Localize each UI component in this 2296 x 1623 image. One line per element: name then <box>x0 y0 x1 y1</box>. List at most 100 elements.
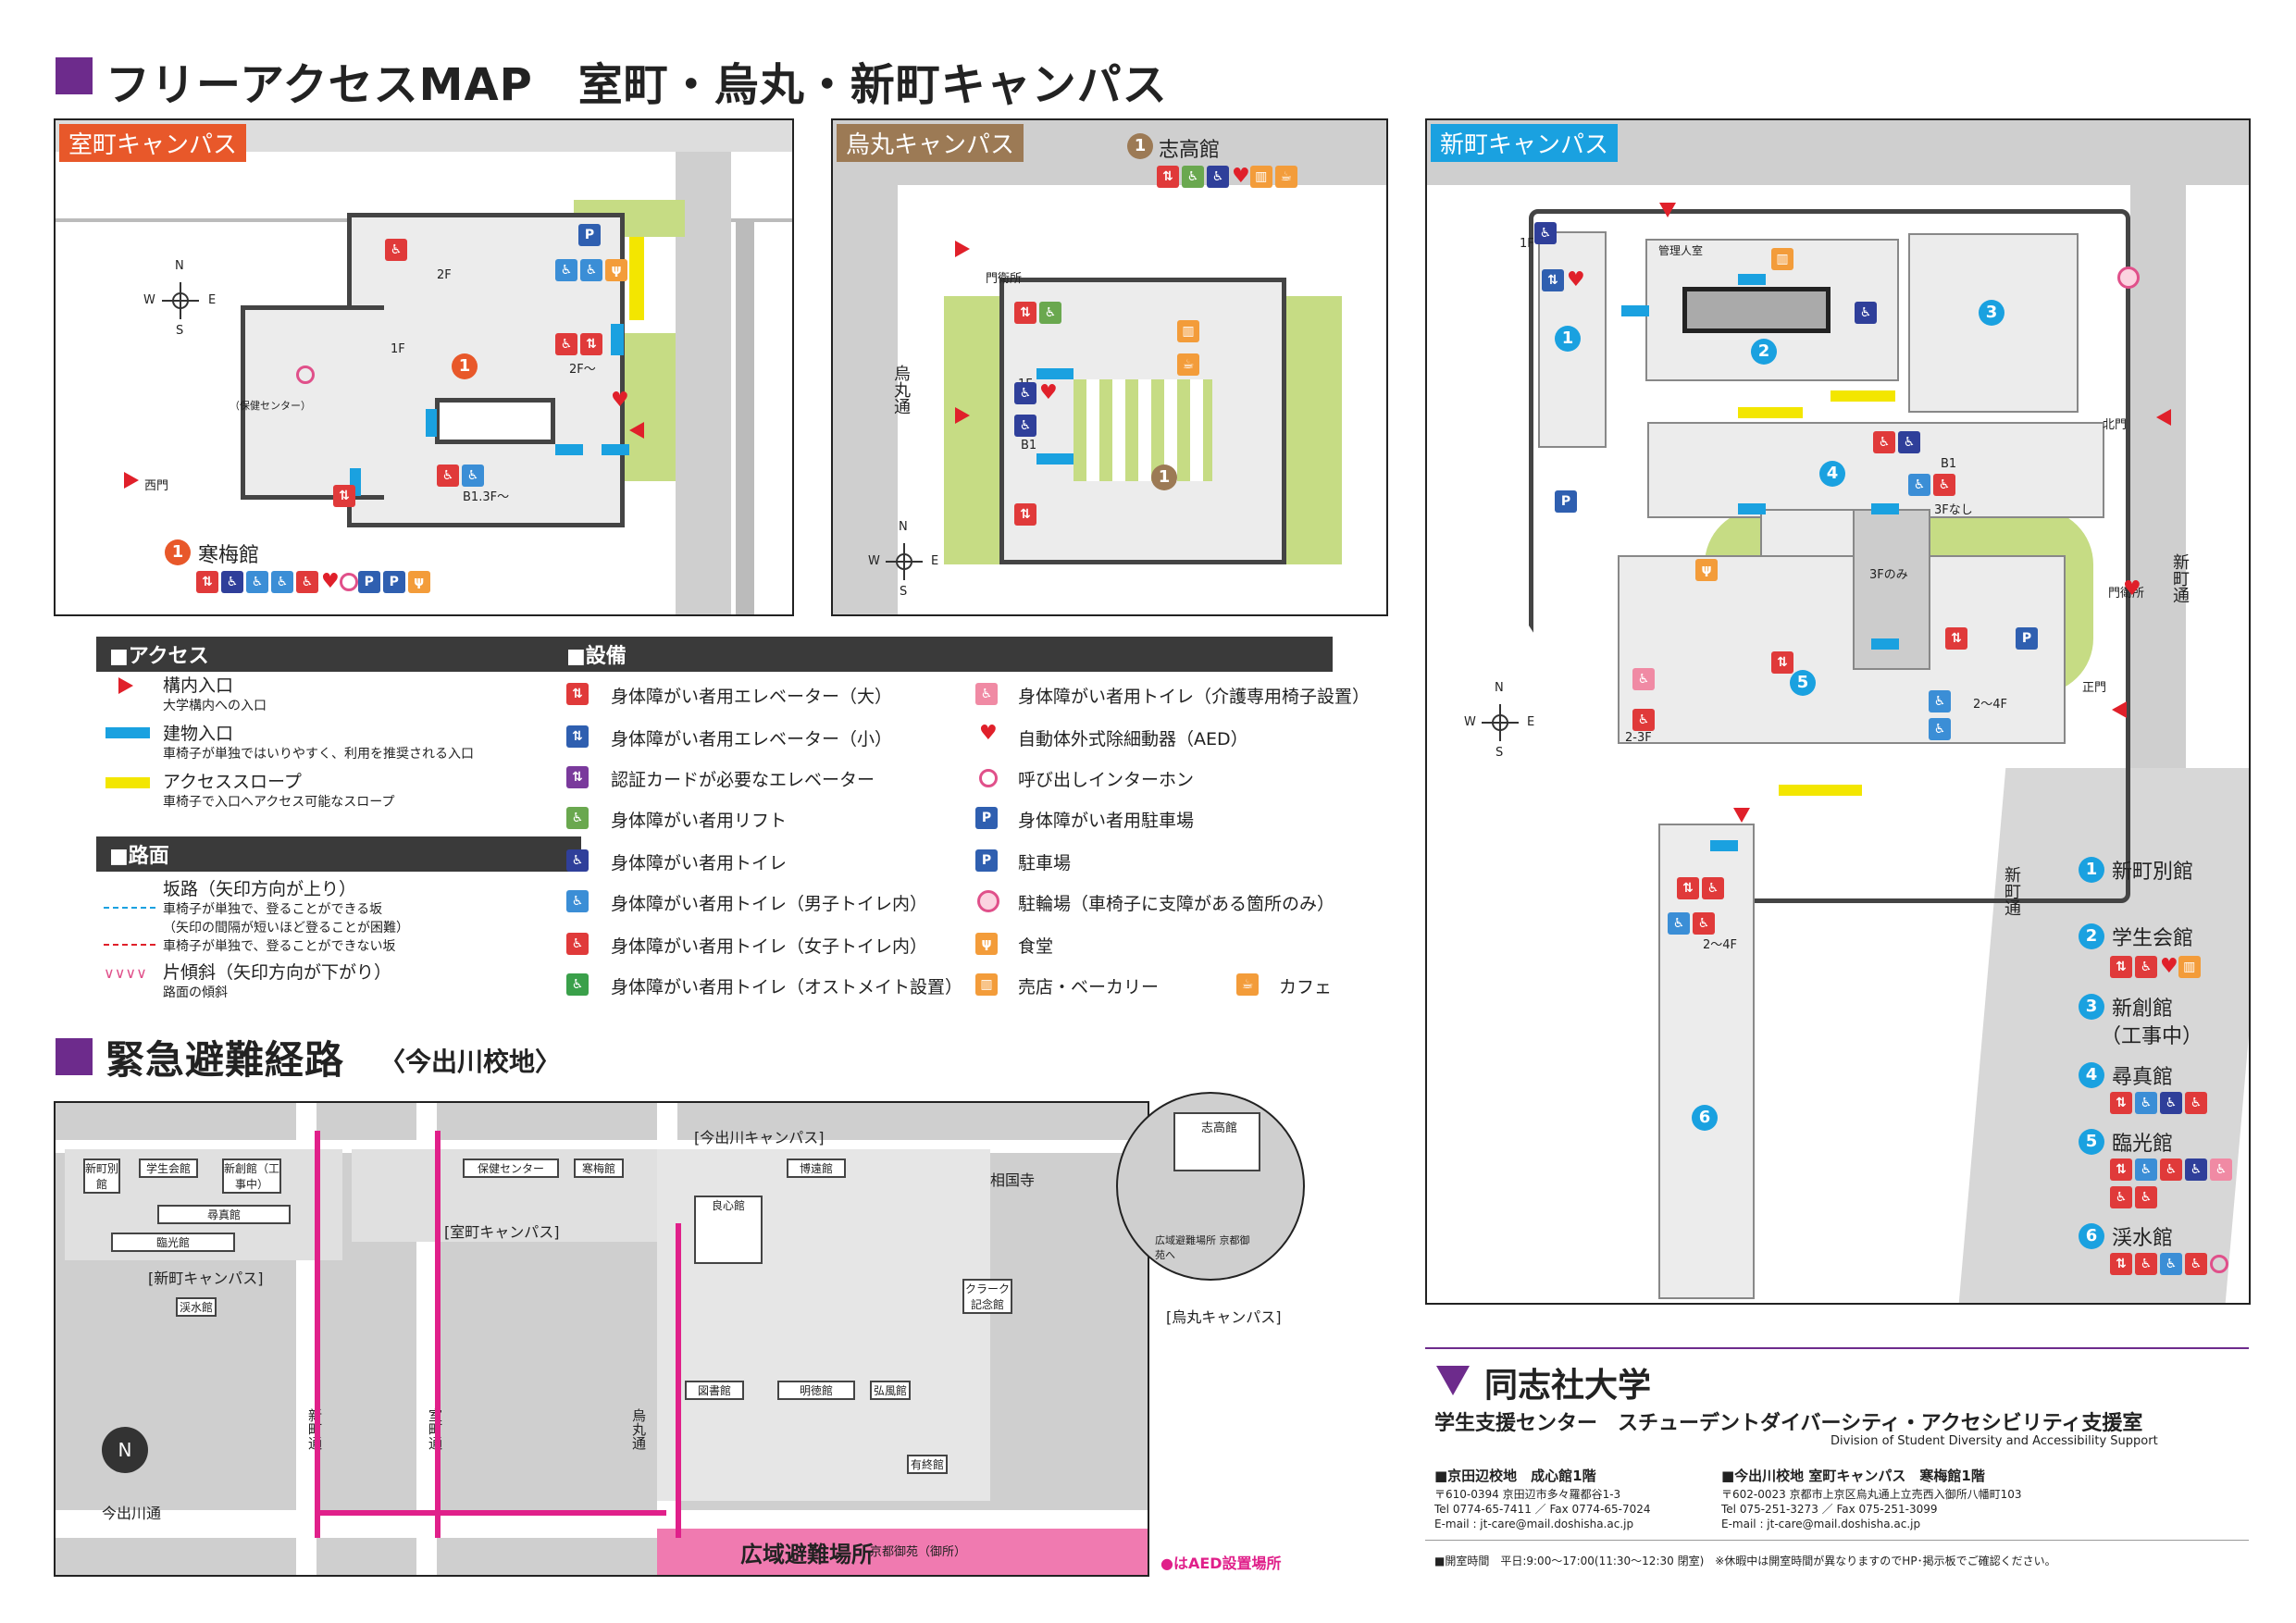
shinmachi-campus-label: 新町キャンパス <box>1431 124 1619 162</box>
toilet-female-icon: ♿ <box>566 933 589 955</box>
restaurant-icon: ψ <box>605 259 627 281</box>
restaurant-icon: ψ <box>407 570 430 593</box>
campus-entry-west[interactable] <box>124 472 139 489</box>
cafe-icon: ☕ <box>1177 353 1199 376</box>
slope-arrow-red-icon <box>104 944 155 946</box>
bicycle-parking-icon <box>977 890 999 912</box>
building-number-1: 1 <box>452 353 478 379</box>
campus-entry[interactable] <box>955 241 970 257</box>
elevator-large-icon: ⇅ <box>333 485 355 507</box>
parking-icon: P <box>975 849 998 872</box>
toilet-icon: ♿ <box>566 849 589 872</box>
list-item: 尋真館 <box>2112 1066 2174 1089</box>
campus-entry[interactable] <box>1659 203 1676 217</box>
shikokan-facility-icons: ⇅♿♿♥▥☕ <box>1157 165 1300 188</box>
aed-icon: ♥ <box>321 570 340 593</box>
aed-icon: ♥ <box>611 389 629 412</box>
elevator-large-icon: ⇅ <box>580 333 602 355</box>
slope-icon <box>105 777 150 788</box>
elevator-large-icon: ⇅ <box>196 570 218 593</box>
building-entry-icon <box>105 727 150 738</box>
building-rinkokan[interactable] <box>1618 555 2066 744</box>
street-label-shinmachi: 新町通 <box>2170 553 2190 603</box>
road-heading: ■路面 <box>96 836 581 872</box>
intercom-icon <box>339 572 358 591</box>
toilet-ostomate-icon: ♿ <box>566 973 589 996</box>
toilet-female-icon: ♿ <box>555 333 577 355</box>
north-arrow-icon: N <box>102 1427 148 1473</box>
intercom-icon <box>296 365 315 384</box>
tilt-icon: ∨∨∨∨ <box>104 964 147 982</box>
toilet-care-icon: ♿ <box>975 683 998 705</box>
parking-icon: P <box>382 570 405 593</box>
list-item: 学生会館 <box>2112 927 2194 950</box>
list-item: 新町別館 <box>2112 861 2194 884</box>
lift-icon: ♿ <box>566 807 589 829</box>
shop-icon: ▥ <box>975 973 998 996</box>
center-name: 学生支援センター スチューデントダイバーシティ・アクセシビリティ支援室 <box>1434 1412 2143 1435</box>
toilet-male-icon: ♿ <box>246 570 268 593</box>
building-kanbaikan[interactable] <box>347 213 625 527</box>
aed-note: ●はAED設置場所 <box>1160 1555 1282 1572</box>
evacuation-map[interactable]: 広域避難場所 京都御苑（御所） [今出川キャンパス] [室町キャンパス] [新町… <box>54 1101 1149 1577</box>
lift-icon: ♿ <box>1039 302 1061 324</box>
toilet-icon: ♿ <box>1014 381 1036 404</box>
elevator-small-icon: ⇅ <box>566 725 589 748</box>
refuge-label: 広域避難場所 <box>740 1542 874 1567</box>
evac-route <box>315 1131 320 1538</box>
campus-entry-main[interactable] <box>2112 701 2127 718</box>
restaurant-icon: ψ <box>975 933 998 955</box>
compass-icon <box>886 543 923 580</box>
evac-subtitle: 〈今出川校地〉 <box>379 1047 562 1077</box>
title-square-icon <box>56 57 93 94</box>
aed-icon: ♥ <box>979 722 998 745</box>
refuge-area[interactable] <box>657 1529 1148 1575</box>
evac-title: 緊急避難経路 <box>105 1037 345 1083</box>
street-karasuma <box>833 120 898 614</box>
list-item: 新創館 <box>2112 997 2174 1021</box>
street-vertical <box>676 120 731 614</box>
toilet-male-icon: ♿ <box>566 890 589 912</box>
list-item: 渓水館 <box>2112 1227 2174 1250</box>
campus-entry-north[interactable] <box>2156 409 2171 426</box>
compass-icon <box>162 282 199 319</box>
elevator-card-icon: ⇅ <box>566 766 589 788</box>
campus-entry-icon <box>118 677 133 694</box>
cafe-icon: ☕ <box>1236 973 1259 996</box>
access-slope <box>629 237 644 320</box>
accessible-parking-icon: P <box>578 224 601 246</box>
access-heading: ■アクセス <box>96 637 581 672</box>
toilet-female-icon: ♿ <box>437 465 459 487</box>
building-keisuikan[interactable] <box>1658 824 1755 1299</box>
shinmachi-map[interactable]: 管理人室 北門 正門 門衛所 新町通 新町通 1F B1 3Fなし 3Fのみ 2… <box>1425 118 2251 1305</box>
accessible-parking-icon: P <box>357 570 380 593</box>
karasuma-campus-label: 烏丸キャンパス <box>837 124 1024 162</box>
page-title: フリーアクセスMAP 室町・烏丸・新町キャンパス <box>105 59 1168 111</box>
list-item: 臨光館 <box>2112 1133 2174 1156</box>
karasuma-inset[interactable]: 志高館 広域避難場所 京都御苑へ <box>1116 1092 1305 1281</box>
toilet-female-icon: ♿ <box>296 570 318 593</box>
campus-entry[interactable] <box>1733 808 1750 823</box>
muromachi-map[interactable]: 西門 1 （保健センター） 2F 1F 2F〜 B1.3F〜 ♿ ♿♿ψ P ♿… <box>54 118 794 616</box>
street-label-karasuma: 烏丸通 <box>891 365 911 415</box>
elevator-large-icon: ⇅ <box>566 683 589 705</box>
building-name-shikokan: 志高館 <box>1159 139 1221 162</box>
slope-arrow-blue-icon <box>104 907 155 909</box>
campus-entry-east[interactable] <box>629 422 644 439</box>
karasuma-map[interactable]: 門衛所 1F B1 烏丸通 ⇅♿ ▥ ☕ ♿♥ ♿ ⇅ 1 N S W E 烏丸… <box>831 118 1388 616</box>
gate-west-label: 西門 <box>144 479 169 493</box>
campus-entry[interactable] <box>955 407 970 424</box>
compass-icon <box>1482 704 1519 741</box>
intercom-icon <box>979 768 998 787</box>
bicycle-parking-icon <box>2117 266 2140 289</box>
accessible-parking-icon: P <box>975 807 998 829</box>
shop-icon: ▥ <box>1177 320 1199 342</box>
building-name-kanbaikan: 寒梅館 <box>198 544 260 567</box>
muromachi-campus-label: 室町キャンパス <box>59 124 247 162</box>
toilet-male-icon: ♿ <box>580 259 602 281</box>
university-name: 同志社大学 <box>1484 1366 1652 1405</box>
title-square-icon <box>56 1038 93 1075</box>
toilet-icon: ♿ <box>1014 415 1036 437</box>
toilet-male-icon: ♿ <box>271 570 293 593</box>
